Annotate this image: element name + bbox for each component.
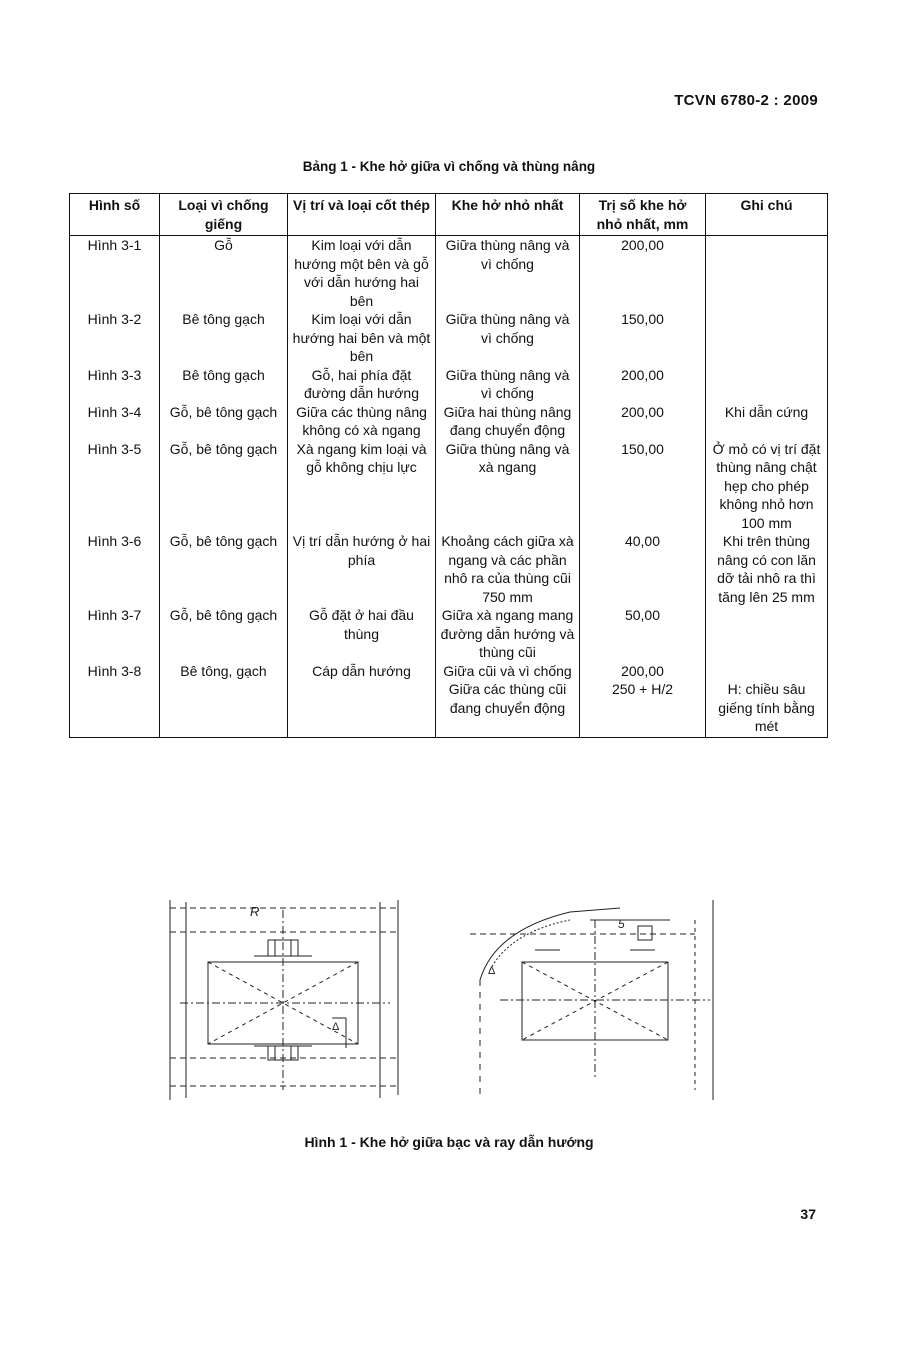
column-header: Trị số khe hở nhỏ nhất, mm (579, 193, 706, 236)
left-radius-label: R (250, 904, 259, 919)
table-row: Hình 3-6 Gỗ, bê tông gạch Vị trí dẫn hướ… (69, 532, 828, 606)
table-cell: Giữa các thùng nâng không có xà ngang (287, 402, 436, 440)
table-cell: Giữa thùng nâng và vì chống (435, 235, 580, 310)
table-cell (159, 680, 288, 738)
table-cell: Hình 3-3 (69, 365, 160, 403)
figure-caption: Hình 1 - Khe hở giữa bạc và ray dẫn hướn… (304, 1134, 594, 1150)
table-cell: 150,00 (579, 310, 706, 366)
table-cell (287, 680, 436, 738)
table-cell: Gỗ đặt ở hai đầu thùng (287, 606, 436, 662)
table-cell (705, 606, 828, 662)
table-cell: Hình 3-4 (69, 402, 160, 440)
table-row: Hình 3-8 Bê tông, gạch Cáp dẫn hướng Giữ… (69, 661, 828, 680)
column-header: Loại vì chống giếng (159, 193, 288, 236)
table-cell: Giữa hai thùng nâng đang chuyển động (435, 402, 580, 440)
table-cell: 200,00 (579, 402, 706, 440)
table-row: Hình 3-2 Bê tông gạch Kim loại với dẫn h… (69, 310, 828, 366)
table-cell: Hình 3-6 (69, 532, 160, 606)
table-cell: Giữa các thùng cũi đang chuyển động (435, 680, 580, 738)
table-cell: Giữa thùng nâng và vì chống (435, 310, 580, 366)
column-header: Vị trí và loại cốt thép (287, 193, 436, 236)
table-cell: H: chiều sâu giếng tính bằng mét (705, 680, 828, 738)
table-cell: 200,00 (579, 235, 706, 310)
column-header: Hình số (69, 193, 160, 236)
table-cell: Hình 3-8 (69, 661, 160, 680)
table-cell: Khi trên thùng nâng có con lăn dỡ tải nh… (705, 532, 828, 606)
table-cell: 200,00 (579, 365, 706, 403)
column-header: Khe hở nhỏ nhất (435, 193, 580, 236)
right-shaft-diagram (470, 900, 714, 1100)
table-cell: Kim loại với dẫn hướng hai bên và một bê… (287, 310, 436, 366)
table-cell (705, 365, 828, 403)
table-cell: 40,00 (579, 532, 706, 606)
table-row: Hình 3-7 Gỗ, bê tông gạch Gỗ đặt ở hai đ… (69, 606, 828, 662)
table-cell: Gỗ, bê tông gạch (159, 439, 288, 532)
table-cell: Vị trí dẫn hướng ở hai phía (287, 532, 436, 606)
table-header-row: Hình số Loại vì chống giếng Vị trí và lo… (69, 193, 828, 236)
table-cell (705, 661, 828, 680)
table-cell: Xà ngang kim loại và gỗ không chịu lực (287, 439, 436, 532)
table-cell: Bê tông gạch (159, 365, 288, 403)
table-cell: Giữa xà ngang mang đường dẫn hướng và th… (435, 606, 580, 662)
guide-clearance-figures: R Δ 5 Δ (169, 900, 714, 1100)
page-number: 37 (800, 1206, 816, 1222)
table-cell: Hình 3-2 (69, 310, 160, 366)
table-cell: Cáp dẫn hướng (287, 661, 436, 680)
table-cell: 50,00 (579, 606, 706, 662)
table-cell: Khi dẫn cứng (705, 402, 828, 440)
table-cell: Hình 3-5 (69, 439, 160, 532)
left-gap-label: Δ (332, 1021, 340, 1033)
table-cell: Khoảng cách giữa xà ngang và các phần nh… (435, 532, 580, 606)
table-row: Giữa các thùng cũi đang chuyển động 250 … (69, 680, 828, 738)
table-cell: Gỗ, bê tông gạch (159, 606, 288, 662)
table-cell: 200,00 (579, 661, 706, 680)
right-section-label: 5 (618, 917, 625, 931)
table-row: Hình 3-4 Gỗ, bê tông gạch Giữa các thùng… (69, 402, 828, 440)
table-cell: Kim loại với dẫn hướng một bên và gỗ với… (287, 235, 436, 310)
table-cell: Gỗ, bê tông gạch (159, 532, 288, 606)
table-row: Hình 3-5 Gỗ, bê tông gạch Xà ngang kim l… (69, 439, 828, 532)
table-row: Hình 3-3 Bê tông gạch Gỗ, hai phía đặt đ… (69, 365, 828, 403)
table-cell: Ở mỏ có vị trí đặt thùng nâng chật hẹp c… (705, 439, 828, 532)
table-cell: Giữa thùng nâng và vì chống (435, 365, 580, 403)
table-cell: Hình 3-1 (69, 235, 160, 310)
table-title: Bảng 1 - Khe hở giữa vì chống và thùng n… (302, 159, 596, 174)
table-cell: 250 + H/2 (579, 680, 706, 738)
standard-code: TCVN 6780-2 : 2009 (674, 92, 818, 109)
table-cell (69, 680, 160, 738)
table-cell: Gỗ (159, 235, 288, 310)
table-cell: Gỗ, hai phía đặt đường dẫn hướng (287, 365, 436, 403)
table-cell: Gỗ, bê tông gạch (159, 402, 288, 440)
table-cell: Bê tông, gạch (159, 661, 288, 680)
table-cell: Giữa cũi và vì chống (435, 661, 580, 680)
table-cell (705, 235, 828, 310)
table-cell: Giữa thùng nâng và xà ngang (435, 439, 580, 532)
table-cell: 150,00 (579, 439, 706, 532)
right-gap-label: Δ (488, 965, 496, 977)
gap-table: Hình số Loại vì chống giếng Vị trí và lo… (69, 193, 828, 738)
table-row: Hình 3-1 Gỗ Kim loại với dẫn hướng một b… (69, 235, 828, 310)
table-cell: Bê tông gạch (159, 310, 288, 366)
table-cell: Hình 3-7 (69, 606, 160, 662)
left-shaft-diagram (169, 900, 399, 1100)
column-header: Ghi chú (705, 193, 828, 236)
table-cell (705, 310, 828, 366)
